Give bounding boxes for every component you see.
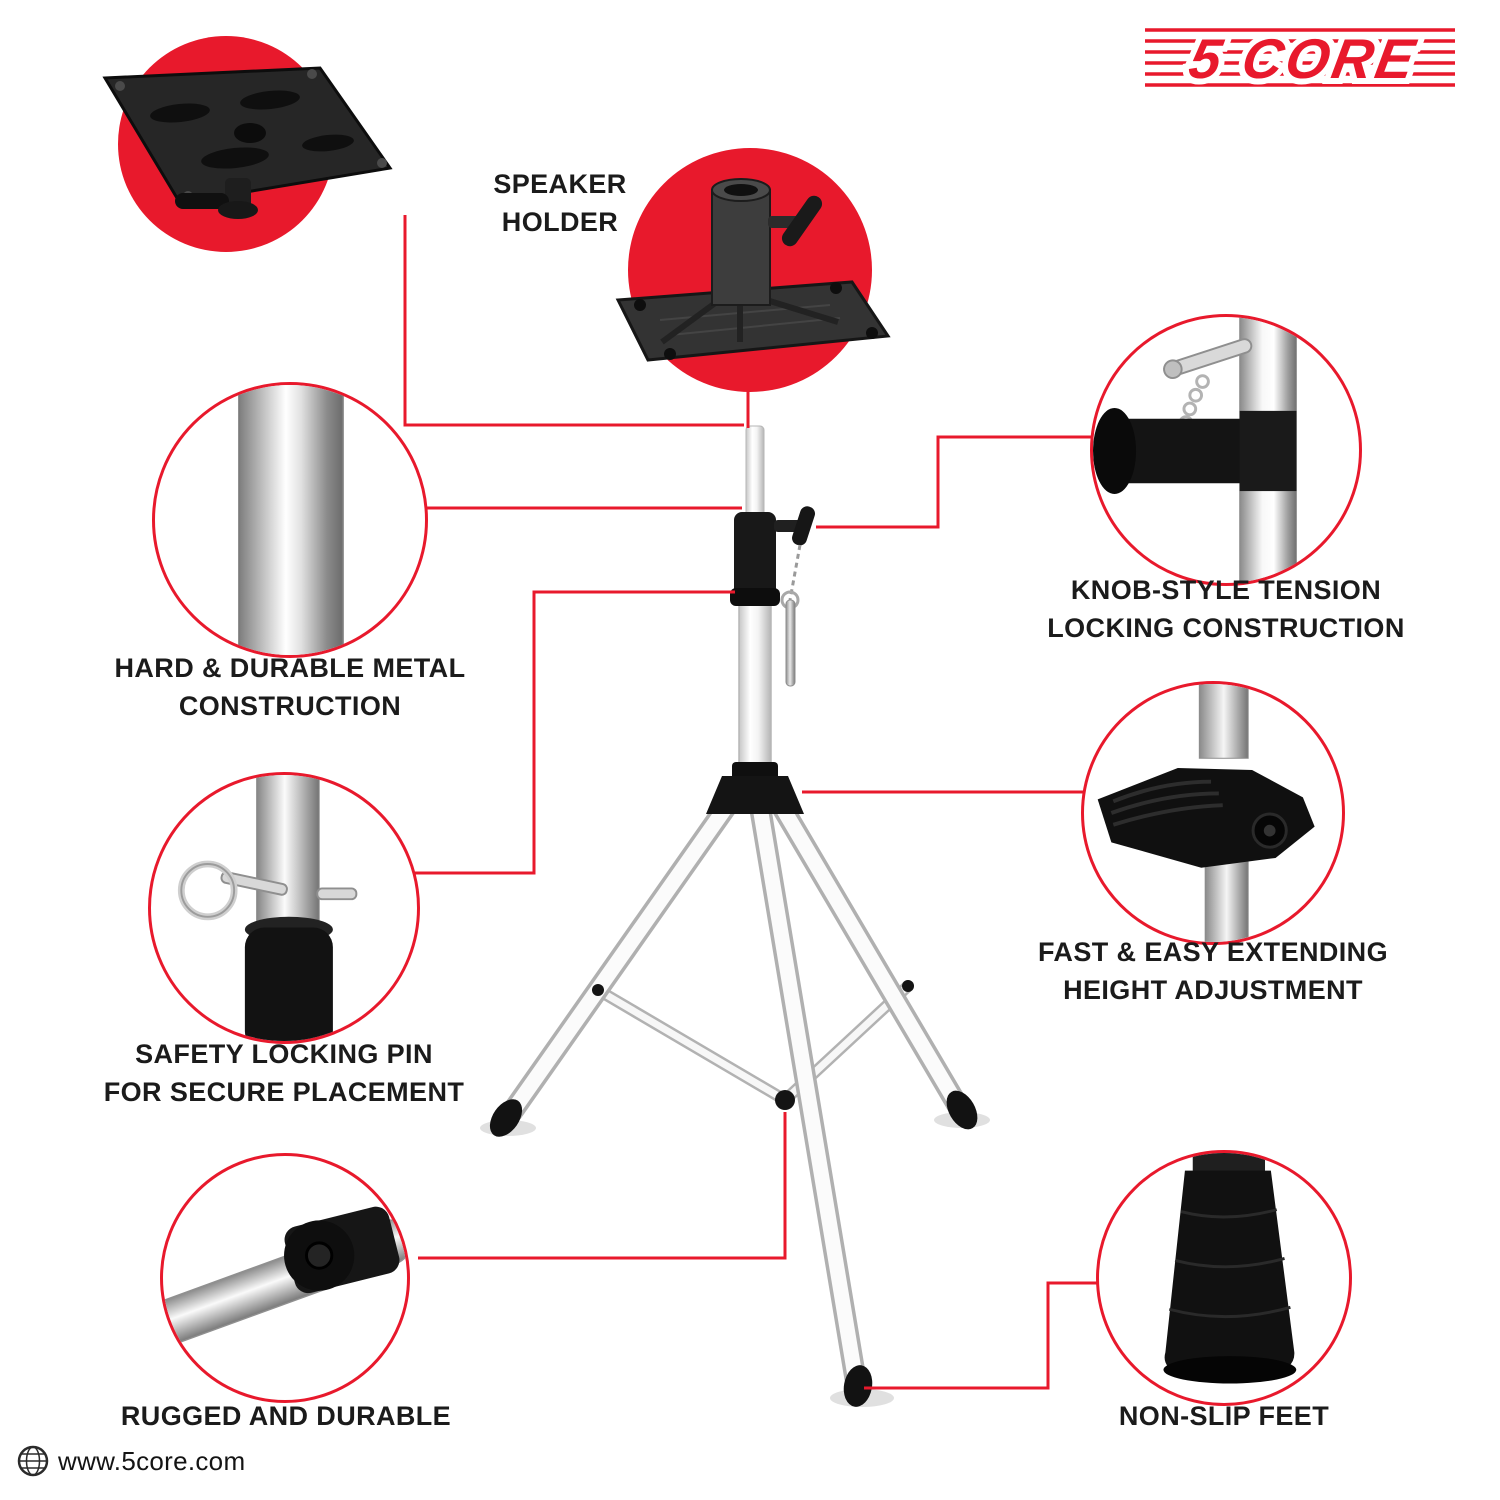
- logo-stripes: [1145, 28, 1455, 87]
- logo-text: 5 CORE: [1185, 27, 1422, 90]
- globe-icon: [17, 1445, 49, 1477]
- height-adjust-collar: [730, 506, 816, 606]
- speaker-holder-label: SPEAKER HOLDER: [493, 169, 627, 237]
- footer-website: www.5core.com: [16, 1444, 245, 1478]
- knob-lock-detail: [1090, 314, 1362, 586]
- non-slip-foot-detail: [1096, 1150, 1352, 1406]
- safety-pin-detail: [148, 772, 420, 1044]
- non-slip-feet-label: NON-SLIP FEET: [1118, 1401, 1330, 1431]
- leg-braces: [592, 980, 914, 1106]
- website-text: www.5core.com: [58, 1445, 246, 1476]
- tripod-hub: [706, 762, 804, 814]
- rubber-feet: [489, 1090, 978, 1407]
- metal-construction-label: HARD & DURABLE METAL CONSTRUCTION: [114, 653, 466, 721]
- metal-pole-detail: [152, 382, 428, 658]
- rugged-label: RUGGED AND DURABLE: [120, 1401, 452, 1431]
- brace-joints: [592, 980, 914, 1110]
- tripod-legs: [501, 779, 969, 1393]
- height-clamp-detail: [1081, 681, 1345, 945]
- leg-joint-detail: [160, 1153, 410, 1403]
- height-adjust-label: FAST & EASY EXTENDING HEIGHT ADJUSTMENT: [1038, 937, 1388, 1005]
- brand-logo: 5 CORE: [1145, 14, 1455, 98]
- speaker-holder-adapter-photo: [615, 178, 891, 362]
- speaker-mount-plate-photo: [102, 66, 393, 219]
- knob-lock-label: KNOB-STYLE TENSION LOCKING CONSTRUCTION: [1047, 575, 1405, 643]
- safety-pin-chain: [780, 544, 802, 687]
- safety-pin-label: SAFETY LOCKING PIN FOR SECURE PLACEMENT: [103, 1039, 465, 1107]
- leader-lines: [403, 215, 1098, 1390]
